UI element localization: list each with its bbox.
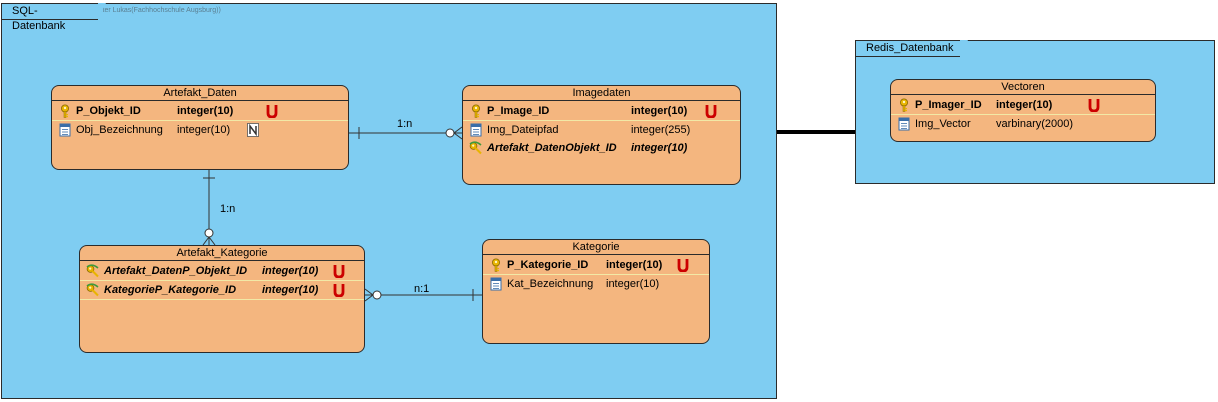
column-row[interactable]: Obj_Bezeichnung integer(10) (52, 121, 348, 139)
column-type: integer(10) (262, 265, 319, 277)
column-row[interactable]: P_Objekt_ID integer(10) (52, 102, 348, 121)
column-row[interactable]: Img_Vector varbinary(2000) (891, 115, 1155, 133)
column-row[interactable]: P_Image_ID integer(10) (463, 102, 740, 121)
column-name: P_Image_ID (487, 105, 550, 117)
foreign-key-icon (469, 141, 482, 155)
redis-package-name: Redis_Datenbank (866, 42, 954, 54)
primary-key-icon (61, 104, 69, 118)
unique-constraint-icon (1088, 99, 1100, 112)
column-name: Kat_Bezeichnung (507, 278, 594, 290)
column-type: integer(10) (262, 284, 319, 296)
entity-vectoren[interactable]: Vectoren P_Imager_ID integer(10) Img_Vec… (890, 79, 1156, 142)
column-type: integer(10) (606, 259, 663, 271)
entity-title: Kategorie (483, 240, 709, 255)
redis-package-tab: Redis_Datenbank (855, 40, 968, 57)
column-type: integer(10) (631, 142, 688, 154)
column-type: integer(10) (177, 124, 231, 136)
column-type: integer(10) (177, 105, 234, 117)
column-type: integer(10) (631, 105, 688, 117)
entity-title: Artefakt_Kategorie (80, 246, 364, 261)
foreign-key-icon (86, 264, 99, 278)
column-name: Img_Dateipfad (487, 124, 559, 136)
column-name: P_Objekt_ID (76, 105, 141, 117)
column-row[interactable]: Kat_Bezeichnung integer(10) (483, 275, 709, 293)
unique-constraint-icon (266, 105, 278, 118)
column-name: KategorieP_Kategorie_ID (104, 284, 237, 296)
unique-constraint-icon (705, 105, 717, 118)
primary-key-icon (900, 98, 908, 112)
column-icon (59, 123, 71, 137)
nullable-constraint-icon (247, 123, 259, 137)
label-kategorie-link: n:1 (414, 283, 430, 295)
entity-artefakt-daten[interactable]: Artefakt_Daten P_Objekt_ID integer(10) O… (51, 85, 349, 170)
column-name: Img_Vector (915, 118, 971, 130)
primary-key-icon (472, 104, 480, 118)
column-type: integer(10) (996, 99, 1053, 111)
column-row[interactable]: KategorieP_Kategorie_ID integer(10) (80, 281, 364, 300)
entity-title: Artefakt_Daten (52, 86, 348, 101)
foreign-key-icon (86, 283, 99, 297)
connector-daten-image[interactable] (349, 126, 463, 140)
unique-constraint-icon (333, 265, 345, 278)
entity-title: Imagedaten (463, 86, 740, 101)
column-type: integer(10) (606, 278, 660, 290)
sql-package-tab: SQL-Datenbank (1, 3, 106, 32)
entity-title: Vectoren (891, 80, 1155, 95)
column-name: P_Kategorie_ID (507, 259, 589, 271)
column-name: Artefakt_DatenP_Objekt_ID (104, 265, 248, 277)
column-row[interactable]: Img_Dateipfad integer(255) (463, 121, 740, 139)
column-name: Artefakt_DatenObjekt_ID (487, 142, 617, 154)
entity-kategorie[interactable]: Kategorie P_Kategorie_ID integer(10) Kat… (482, 239, 710, 344)
entity-artefakt-kategorie[interactable]: Artefakt_Kategorie Artefakt_DatenP_Objek… (79, 245, 365, 353)
column-row[interactable]: P_Kategorie_ID integer(10) (483, 256, 709, 275)
unique-constraint-icon (333, 284, 345, 297)
column-row[interactable]: P_Imager_ID integer(10) (891, 96, 1155, 115)
label-daten-kategorie: 1:n (220, 203, 236, 215)
column-name: P_Imager_ID (915, 99, 982, 111)
column-row[interactable]: Artefakt_DatenObjekt_ID integer(10) (463, 139, 740, 157)
column-icon (470, 123, 482, 137)
primary-key-icon (492, 258, 500, 272)
sql-package-name: SQL-Datenbank (12, 5, 66, 32)
unique-constraint-icon (677, 259, 689, 272)
connector-kategorie-link[interactable] (364, 288, 482, 302)
column-icon (898, 117, 910, 131)
watermark-text: Paradigm Standard Edition(Dieter Lukas(F… (6, 7, 221, 14)
label-daten-image: 1:n (397, 118, 413, 130)
column-row[interactable]: Artefakt_DatenP_Objekt_ID integer(10) (80, 262, 364, 281)
connector-daten-kategorie[interactable] (202, 170, 216, 246)
column-type: integer(255) (631, 124, 691, 136)
entity-imagedaten[interactable]: Imagedaten P_Image_ID integer(10) Img_Da… (462, 85, 741, 185)
column-type: varbinary(2000) (996, 118, 1074, 130)
column-name: Obj_Bezeichnung (76, 124, 163, 136)
column-icon (490, 277, 502, 291)
